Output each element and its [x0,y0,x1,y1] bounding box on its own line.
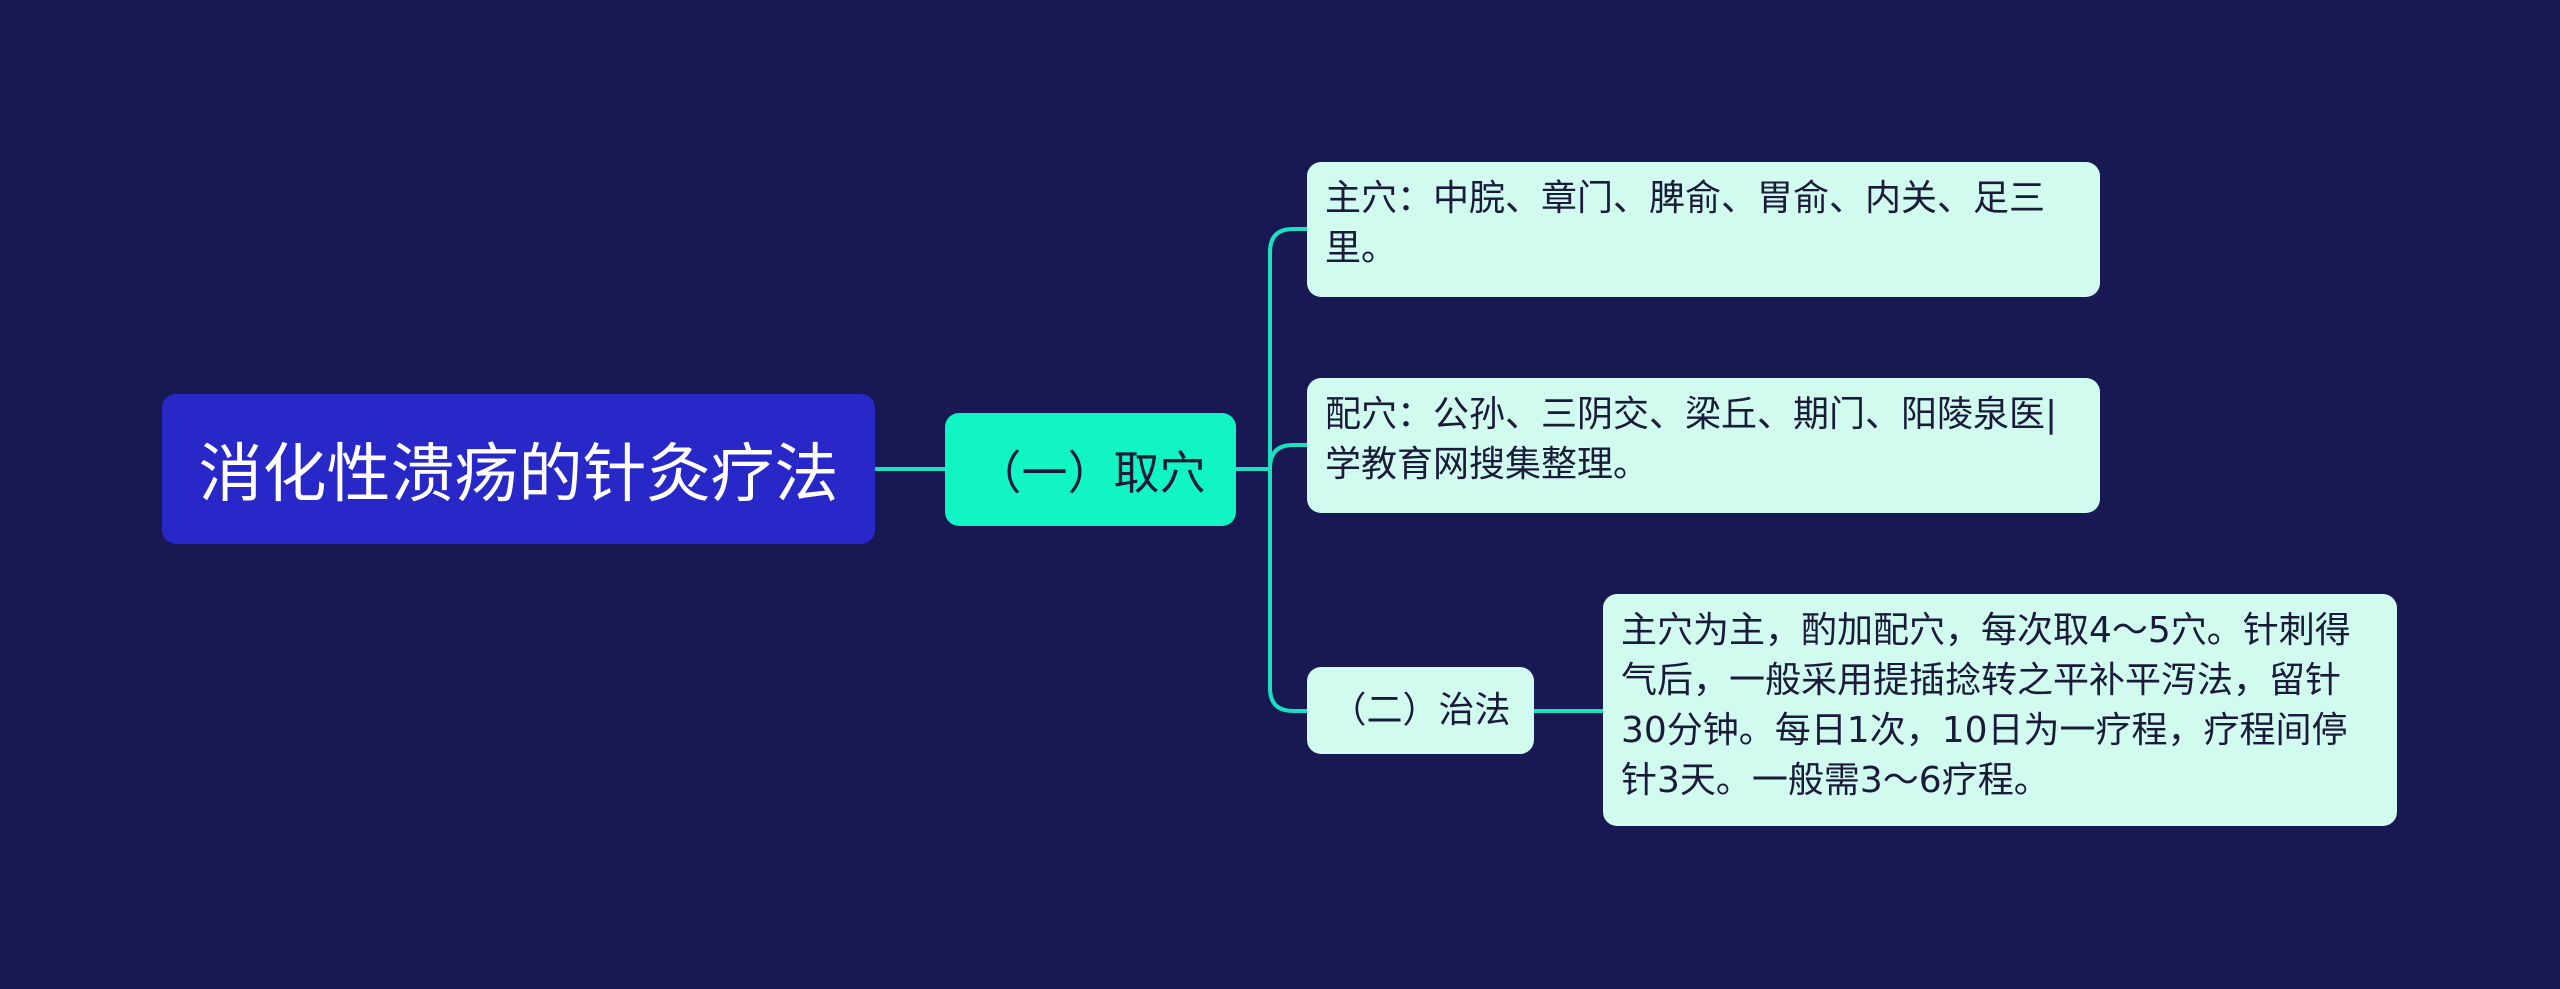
branch-acupoint-selection[interactable]: （一）取穴 [945,413,1236,526]
trunk-to-treatment-line [1268,469,1307,713]
treatment-detail-text: 主穴为主，酌加配穴，每次取4～5穴。针刺得气后，一般采用提插捻转之平补平泻法，留… [1621,610,2351,801]
treatment-label: （二）治法 [1330,689,1511,731]
main-points-text: 主穴：中脘、章门、脾俞、胃俞、内关、足三里。 [1325,178,2046,269]
leaf-treatment[interactable]: （二）治法 [1307,667,1534,754]
leaf-main-points[interactable]: 主穴：中脘、章门、脾俞、胃俞、内关、足三里。 [1307,162,2100,297]
root-topic[interactable]: 消化性溃疡的针灸疗法 [162,394,875,544]
trunk-to-aux-points-line [1268,443,1307,469]
leaf-treatment-detail[interactable]: 主穴为主，酌加配穴，每次取4～5穴。针刺得气后，一般采用提插捻转之平补平泻法，留… [1603,594,2397,826]
trunk-to-main-points-line [1268,227,1307,469]
root-topic-label: 消化性溃疡的针灸疗法 [198,438,839,512]
branch-label: （一）取穴 [975,445,1206,500]
leaf-aux-points[interactable]: 配穴：公孙、三阴交、梁丘、期门、阳陵泉医|学教育网搜集整理。 [1307,378,2100,513]
aux-points-text: 配穴：公孙、三阴交、梁丘、期门、阳陵泉医|学教育网搜集整理。 [1325,394,2058,485]
